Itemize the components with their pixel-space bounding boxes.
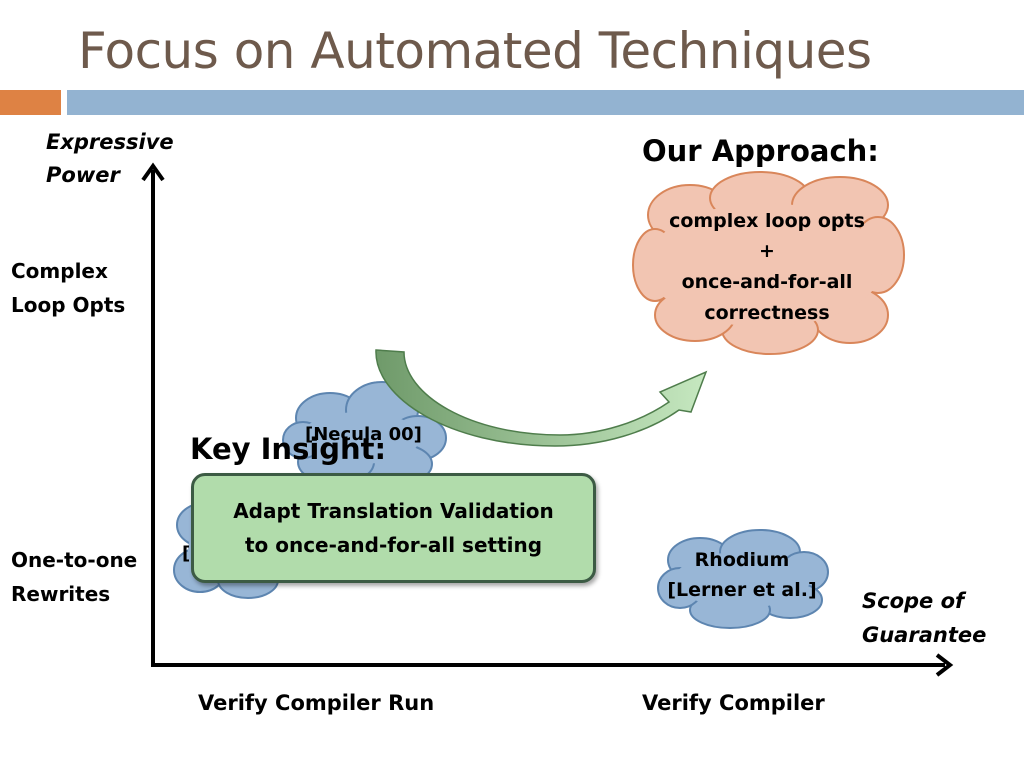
x-axis-title-line2: Guarantee	[862, 623, 987, 647]
y-level-one-to-one-line2: Rewrites	[11, 582, 111, 606]
curved-arrow	[375, 349, 708, 447]
approach-cloud-line4: correctness	[704, 302, 830, 324]
key-insight-box: Adapt Translation Validation to once-and…	[191, 473, 596, 583]
key-insight-heading: Key Insight:	[190, 432, 387, 466]
y-axis-title-line2: Power	[46, 163, 120, 187]
y-axis	[141, 162, 165, 666]
y-axis-title-line1: Expressive	[46, 130, 174, 154]
y-level-complex-line2: Loop Opts	[11, 293, 126, 317]
approach-cloud-fill	[647, 203, 883, 327]
key-insight-line1: Adapt Translation Validation	[233, 499, 554, 523]
key-insight-line2: to once-and-for-all setting	[244, 533, 543, 557]
rhodium-cloud-label-line1: Rhodium	[694, 549, 790, 571]
approach-heading: Our Approach:	[642, 134, 879, 168]
y-level-one-to-one-line1: One-to-one	[11, 548, 138, 572]
y-level-complex-line1: Complex	[11, 259, 108, 283]
rhodium-cloud-label-line2: [Lerner et al.]	[667, 579, 817, 601]
necula-cloud-fill	[300, 412, 420, 464]
title-accent-orange-bar	[0, 90, 61, 115]
approach-cloud-line2: +	[759, 240, 775, 262]
approach-cloud-line3: once-and-for-all	[681, 271, 853, 293]
slide-title: Focus on Automated Techniques	[78, 22, 872, 80]
left-cloud-label: [	[182, 543, 191, 564]
x-level-verify-compiler: Verify Compiler	[642, 691, 825, 715]
x-axis	[151, 653, 954, 677]
x-level-verify-compiler-run: Verify Compiler Run	[198, 691, 435, 715]
necula-cloud-label: [Necula 00]	[305, 424, 422, 445]
approach-cloud-line1: complex loop opts	[669, 210, 865, 232]
rhodium-cloud-fill	[674, 552, 810, 608]
x-axis-title-line1: Scope of	[862, 589, 965, 613]
title-accent-blue-bar	[67, 90, 1024, 115]
